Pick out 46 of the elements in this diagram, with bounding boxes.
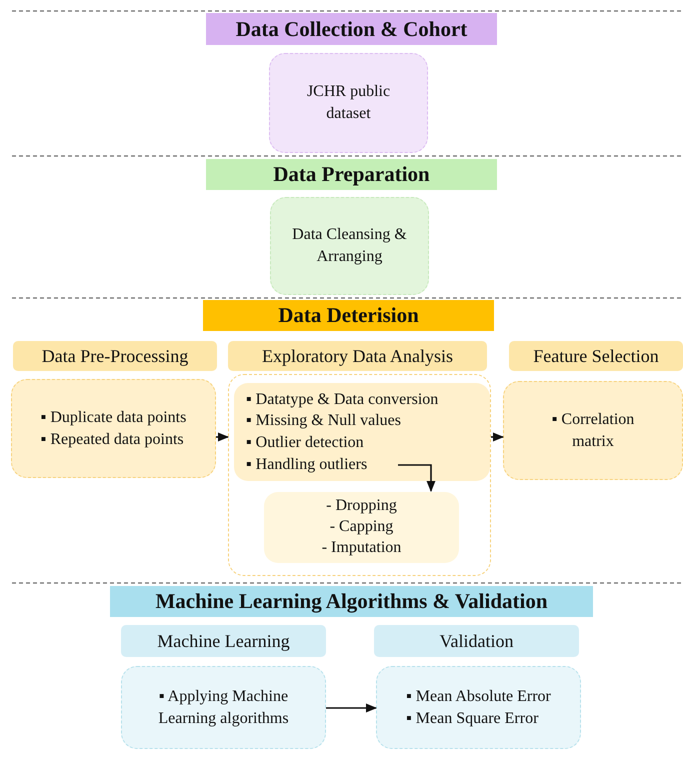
- content-card: [270, 197, 429, 295]
- content-card: [376, 666, 581, 749]
- content-card: [11, 379, 216, 478]
- subsection-header: [509, 341, 683, 371]
- card-text: - Imputation: [322, 538, 402, 558]
- content-card: [121, 666, 326, 749]
- section-banner: [206, 159, 497, 190]
- subsection-title: Feature Selection: [533, 346, 659, 366]
- subsection-header: [228, 341, 487, 371]
- card-text: - Dropping: [326, 496, 397, 516]
- bullet-item: ▪ Correlation matrix: [550, 410, 636, 452]
- subsection-title: Validation: [440, 630, 514, 652]
- subsection-title: Data Pre-Processing: [42, 346, 188, 366]
- bullet-item: ▪ Applying Machine Learning algorithms: [157, 686, 290, 728]
- section-title: Data Collection & Cohort: [236, 16, 468, 42]
- bullet-item: ▪ Repeated data points: [40, 430, 185, 450]
- card-text: - Capping: [330, 517, 394, 538]
- subsection-header: [13, 341, 217, 371]
- bullet-item: ▪ Mean Square Error: [406, 708, 540, 728]
- bullet-item: ▪ Duplicate data points: [40, 408, 186, 428]
- section-title: Machine Learning Algorithms & Validation: [155, 589, 548, 614]
- card-text: JCHR public dataset: [306, 82, 392, 124]
- content-card: [269, 53, 428, 153]
- card-text: Data Cleansing & Arranging: [291, 225, 408, 267]
- subsection-header: [374, 625, 579, 657]
- bullet-item: ▪ Handling outliers: [246, 454, 368, 475]
- content-card: [234, 383, 490, 481]
- section-banner: [206, 13, 497, 45]
- section-banner: [110, 586, 593, 617]
- subsection-title: Exploratory Data Analysis: [262, 346, 453, 366]
- section-banner: [203, 300, 494, 331]
- arrow: [491, 432, 504, 442]
- bullet-item: ▪ Missing & Null values: [246, 411, 402, 432]
- dashed-group-box: [228, 374, 491, 576]
- content-card: [503, 381, 683, 480]
- arrow: [398, 464, 436, 492]
- subsection-header: [121, 625, 326, 657]
- section-title: Data Preparation: [273, 162, 430, 187]
- bullet-item: ▪ Mean Absolute Error: [406, 686, 551, 707]
- subsection-title: Machine Learning: [157, 630, 290, 652]
- section-title: Data Deterision: [278, 303, 419, 328]
- arrow: [326, 704, 378, 712]
- bullet-item: ▪ Datatype & Data conversion: [246, 390, 438, 410]
- content-card: [264, 492, 459, 563]
- bullet-item: ▪ Outlier detection: [246, 433, 365, 453]
- arrow: [216, 432, 230, 442]
